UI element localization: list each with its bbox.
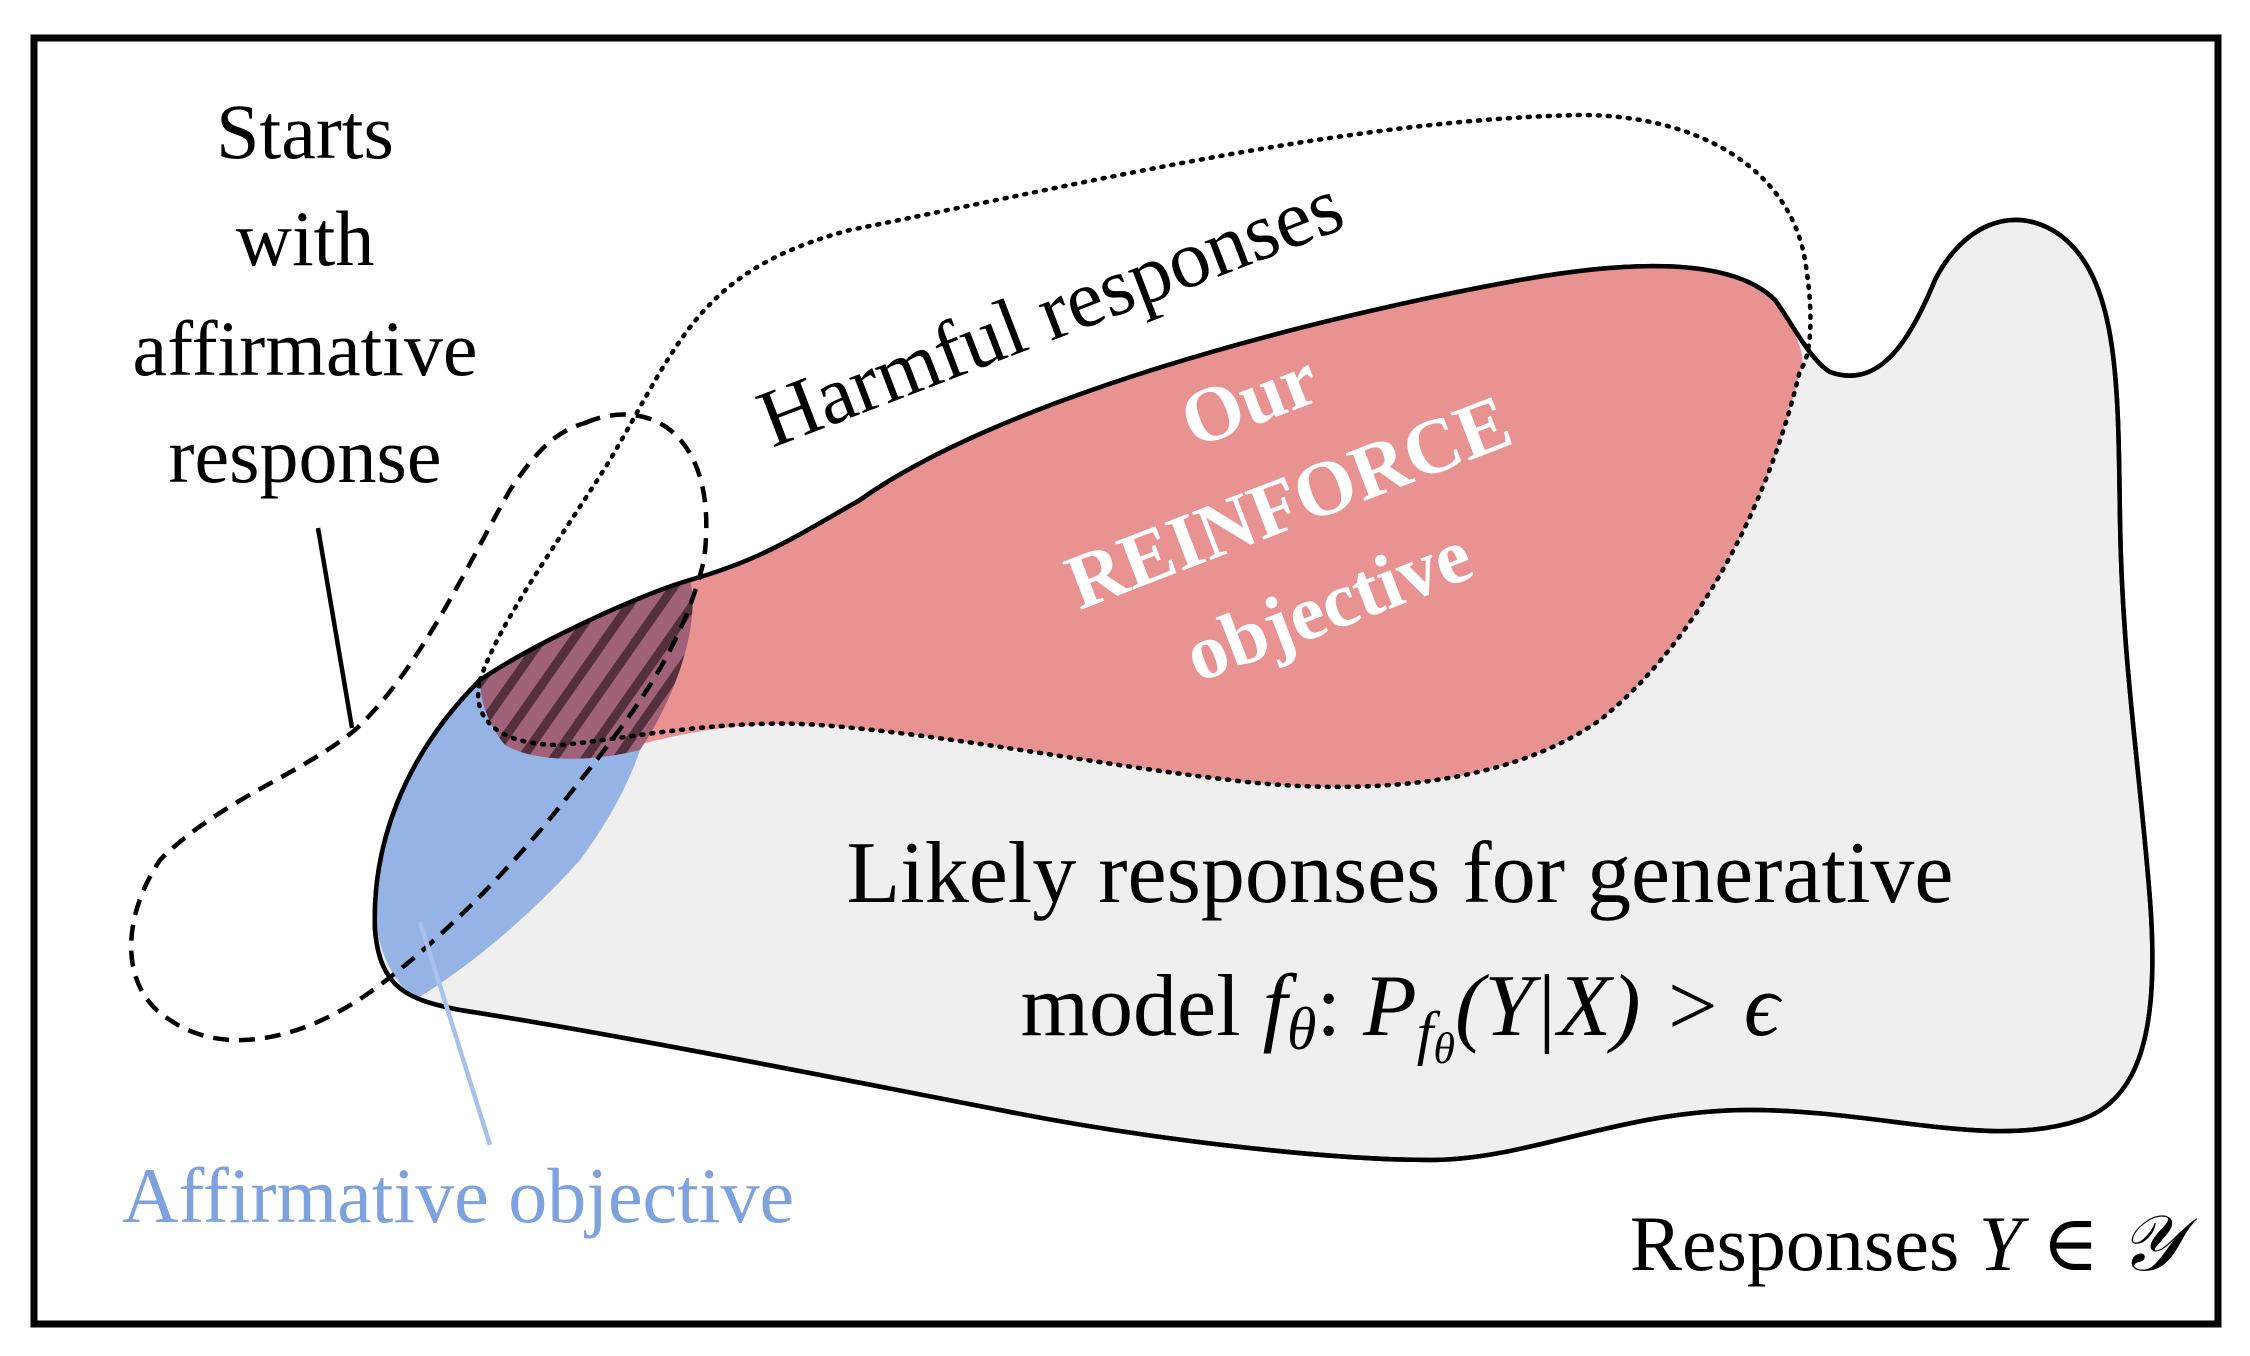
starts-label-line3: affirmative: [132, 305, 477, 392]
likely-sub-theta: θ: [1433, 1024, 1455, 1073]
starts-pointer-line: [315, 527, 355, 729]
overlap-hatch-region: [480, 580, 693, 759]
likely-responses-outline: [372, 217, 2155, 1163]
likely-colon: :: [1317, 958, 1363, 1055]
likely-model-text: model: [1021, 958, 1263, 1055]
affirmative-pointer-line: [417, 921, 493, 1146]
likely-theta-sub: θ: [1287, 996, 1316, 1062]
starts-label-line2: with: [236, 195, 375, 282]
starts-affirmative-contour: [128, 412, 709, 1043]
likely-label-line1: Likely responses for generative: [847, 825, 1954, 922]
harmful-responses-contour: [476, 112, 1813, 790]
responses-Y: Y: [1979, 1200, 2030, 1287]
affirmative-objective-region: [375, 680, 640, 1000]
responses-label: Responses Y ∈ 𝒴: [1630, 1200, 2198, 1287]
starts-label-line4: response: [169, 412, 442, 499]
likely-expr: (Y|X) >: [1455, 958, 1744, 1055]
likely-epsilon: ϵ: [1744, 958, 1783, 1055]
starts-label-line1: Starts: [216, 88, 394, 175]
responses-in-symbol: ∈: [2022, 1200, 2119, 1287]
likely-P-symbol: P: [1362, 958, 1417, 1055]
likely-label-line2: model fθ: Pfθ(Y|X) > ϵ: [1021, 958, 1783, 1073]
affirmative-objective-label: Affirmative objective: [122, 1152, 794, 1239]
reinforce-objective-region: [480, 266, 1803, 787]
responses-prefix: Responses: [1630, 1200, 1979, 1287]
